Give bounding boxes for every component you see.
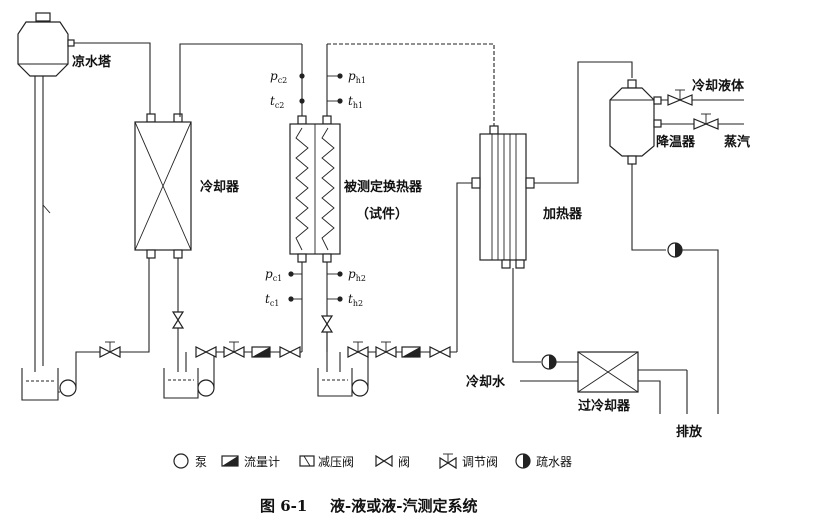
legend-steam-trap: 疏水器 <box>536 454 572 469</box>
legend-reducing-valve: 减压阀 <box>318 455 354 469</box>
pump-icon <box>173 453 189 469</box>
heater-piping <box>327 43 633 363</box>
cooling-tower <box>17 12 75 77</box>
measurement-points-bottom <box>288 262 343 352</box>
tank-right <box>317 315 457 397</box>
point-tc1-label: tc1 <box>265 292 279 308</box>
subcooler <box>520 351 687 414</box>
desuperheater-label: 降温器 <box>656 134 696 150</box>
coolant-label: 冷却液体 <box>692 78 745 94</box>
cooler <box>134 113 192 259</box>
point-tc2-label: tc2 <box>270 94 284 110</box>
cooling-tower-piping <box>34 42 151 372</box>
cooling-water-label: 冷却水 <box>466 374 506 390</box>
control-valve-icon <box>439 453 457 470</box>
drain-piping <box>631 164 719 414</box>
point-th2-label: th2 <box>348 292 363 308</box>
cooling-tower-label: 凉水塔 <box>72 54 112 70</box>
legend-flowmeter: 流量计 <box>244 455 280 469</box>
stop-valve-icon <box>375 454 393 468</box>
exchanger-sublabel: （试件） <box>356 206 408 222</box>
desuperheater <box>609 79 662 165</box>
drain-label: 排放 <box>676 424 703 440</box>
caption-title: 液-液或液-汽测定系统 <box>330 497 477 515</box>
legend: 泵 流量计 减压阀 阀 调节阀 疏水器 <box>173 453 572 470</box>
point-pc2-label: pc2 <box>270 69 287 85</box>
caption-number: 图 6-1 <box>260 497 307 515</box>
tank-left <box>21 258 150 401</box>
reducing-valve-icon <box>299 455 315 467</box>
test-heat-exchanger <box>289 115 341 263</box>
point-ph2-label: ph2 <box>348 267 366 283</box>
legend-stop-valve: 阀 <box>398 455 410 469</box>
coolant-steam-piping <box>661 89 744 130</box>
steam-trap-icon <box>515 453 531 469</box>
legend-control-valve: 调节阀 <box>462 455 498 469</box>
subcooler-label: 过冷却器 <box>578 398 631 414</box>
point-ph1-label: ph1 <box>348 69 366 85</box>
heater <box>471 125 535 269</box>
legend-pump: 泵 <box>195 455 207 469</box>
flowmeter-icon <box>221 455 239 467</box>
steam-label: 蒸汽 <box>724 134 750 150</box>
tank-middle <box>163 258 302 399</box>
point-pc1-label: pc1 <box>265 267 282 283</box>
heater-label: 加热器 <box>542 206 583 222</box>
measurement-points-top <box>179 43 343 117</box>
exchanger-label: 被测定换热器 <box>343 179 423 195</box>
cooler-label: 冷却器 <box>200 179 240 195</box>
point-th1-label: th1 <box>348 94 363 110</box>
